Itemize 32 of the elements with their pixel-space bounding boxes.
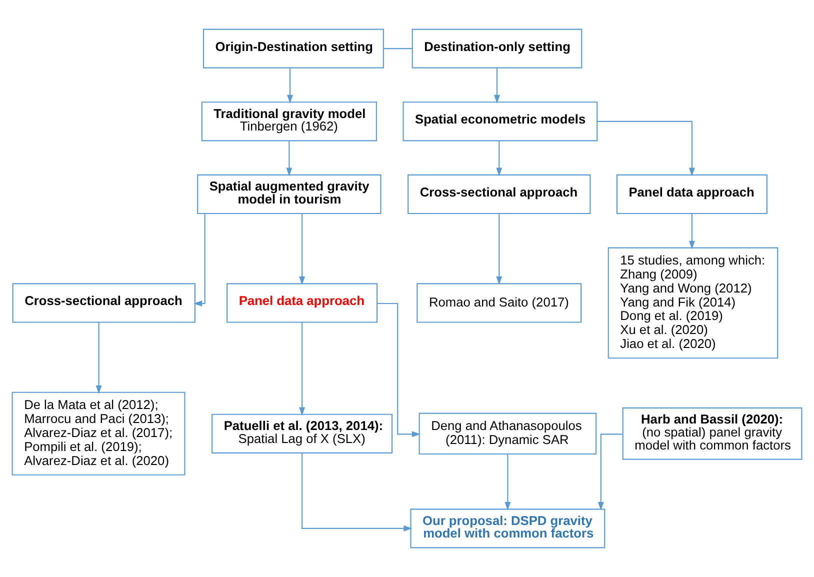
- connector: [384, 48, 412, 50]
- arrow: [96, 322, 102, 394]
- node-box: Panel data approach: [226, 283, 378, 323]
- arrow: [302, 453, 412, 532]
- arrow: [194, 214, 206, 306]
- node-box: Cross-sectional approach: [408, 174, 591, 214]
- node-box: Origin-Destination setting: [202, 28, 384, 68]
- node-box: 15 studies, among which: Zhang (2009) Yang and Wong (2012) Yang and Fik (2014) Dong et al. (2019) Xu et al. (2020) Jiao et al. (2020): [608, 247, 778, 359]
- node-box: Romao and Saito (2017): [416, 283, 582, 323]
- node-box: Harb and Bassil (2020): (no spatial) panel gravity model with common factors: [622, 407, 802, 460]
- arrow: [286, 140, 292, 176]
- arrow: [286, 68, 293, 104]
- node-box: Deng and Athanasopoulos (2011): Dynamic SAR: [418, 412, 597, 455]
- arrow: [299, 322, 306, 416]
- arrow: [597, 120, 695, 176]
- arrow: [598, 434, 622, 511]
- node-box: Destination-only setting: [412, 28, 582, 68]
- arrow: [504, 454, 511, 510]
- node-box: Patuelli et al. (2013, 2014): Spatial Lag of X (SLX): [212, 414, 393, 454]
- node-box: Panel data approach: [616, 174, 768, 214]
- arrow: [494, 68, 500, 104]
- arrow: [377, 302, 420, 438]
- node-box: De la Mata et al (2012); Marrocu and Paci (2013); Alvarez-Diaz et al. (2017); Pompili et al. (2019); Alvarez-Diaz et al. (2020): [12, 392, 186, 476]
- node-box: Traditional gravity model Tinbergen (1962): [201, 102, 378, 142]
- arrow: [299, 214, 306, 285]
- arrow: [688, 214, 695, 250]
- node-box: Cross-sectional approach: [12, 283, 196, 323]
- arrow: [496, 140, 502, 176]
- node-box: Spatial augmented gravity model in tourism: [197, 174, 382, 214]
- arrow: [496, 214, 502, 285]
- node-box: Our proposal: DSPD gravity model with common factors: [410, 508, 606, 548]
- node-box: Spatial econometric models: [402, 102, 598, 142]
